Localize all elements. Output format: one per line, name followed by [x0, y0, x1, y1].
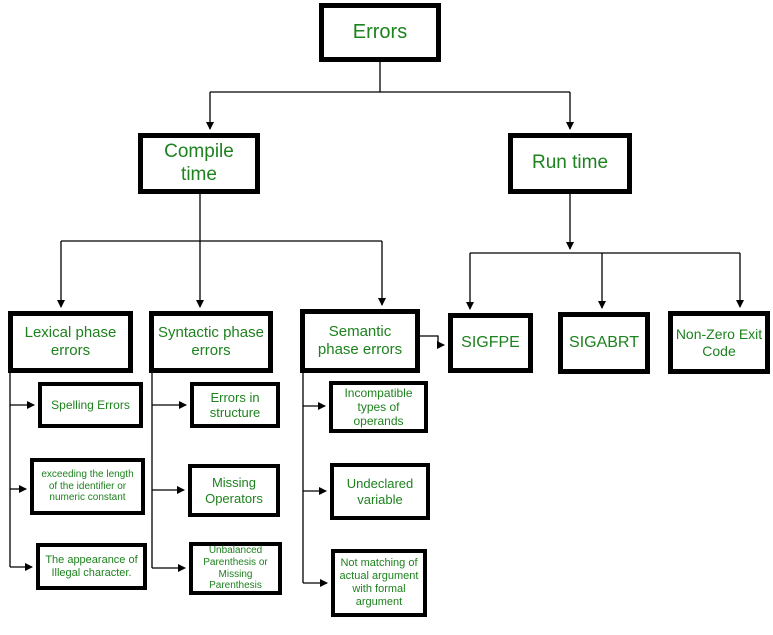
- leaf-argument-mismatch: Not matching of actual argument with for…: [331, 549, 427, 617]
- leaf-errors-in-structure: Errors in structure: [190, 382, 280, 428]
- node-run-time: Run time: [508, 133, 632, 194]
- node-sigabrt: SIGABRT: [558, 312, 650, 374]
- leaf-illegal-character: The appearance of Illegal character.: [36, 543, 147, 590]
- node-semantic-phase-errors: Semantic phase errors: [300, 309, 420, 373]
- node-sigfpe: SIGFPE: [448, 313, 533, 373]
- node-syntactic-phase-errors: Syntactic phase errors: [149, 311, 273, 373]
- node-compile-time: Compile time: [138, 133, 260, 194]
- leaf-unbalanced-parenthesis: Unbalanced Parenthesis or Missing Parent…: [189, 542, 282, 595]
- node-errors: Errors: [319, 3, 441, 62]
- node-lexical-phase-errors: Lexical phase errors: [8, 311, 133, 373]
- leaf-spelling-errors: Spelling Errors: [38, 382, 143, 428]
- leaf-exceeding-length: exceeding the length of the identifier o…: [30, 458, 145, 515]
- leaf-missing-operators: Missing Operators: [188, 464, 280, 517]
- node-non-zero-exit-code: Non-Zero Exit Code: [668, 311, 770, 374]
- leaf-incompatible-operands: Incompatible types of operands: [329, 381, 428, 433]
- leaf-undeclared-variable: Undeclared variable: [330, 463, 430, 520]
